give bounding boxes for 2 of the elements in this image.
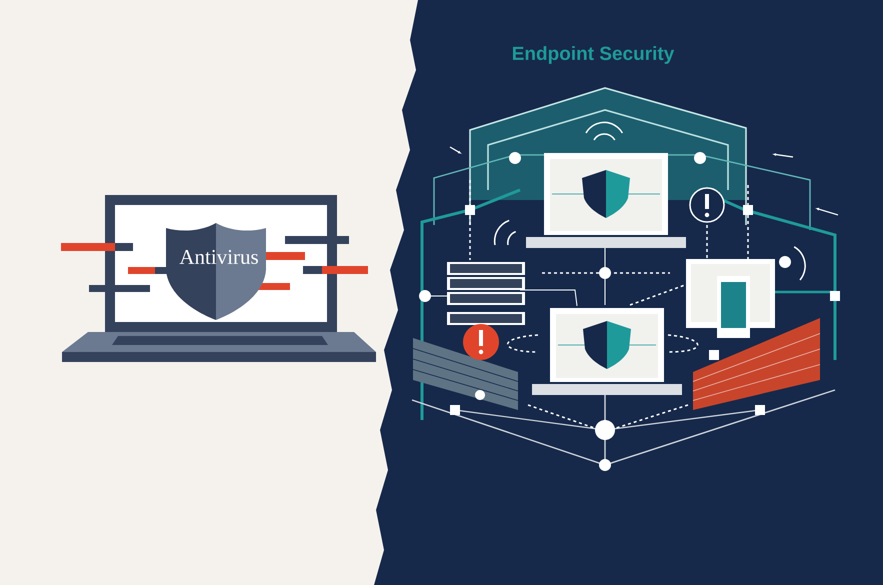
shield-label: Antivirus [180,250,258,264]
heading: Endpoint Security [513,46,674,64]
